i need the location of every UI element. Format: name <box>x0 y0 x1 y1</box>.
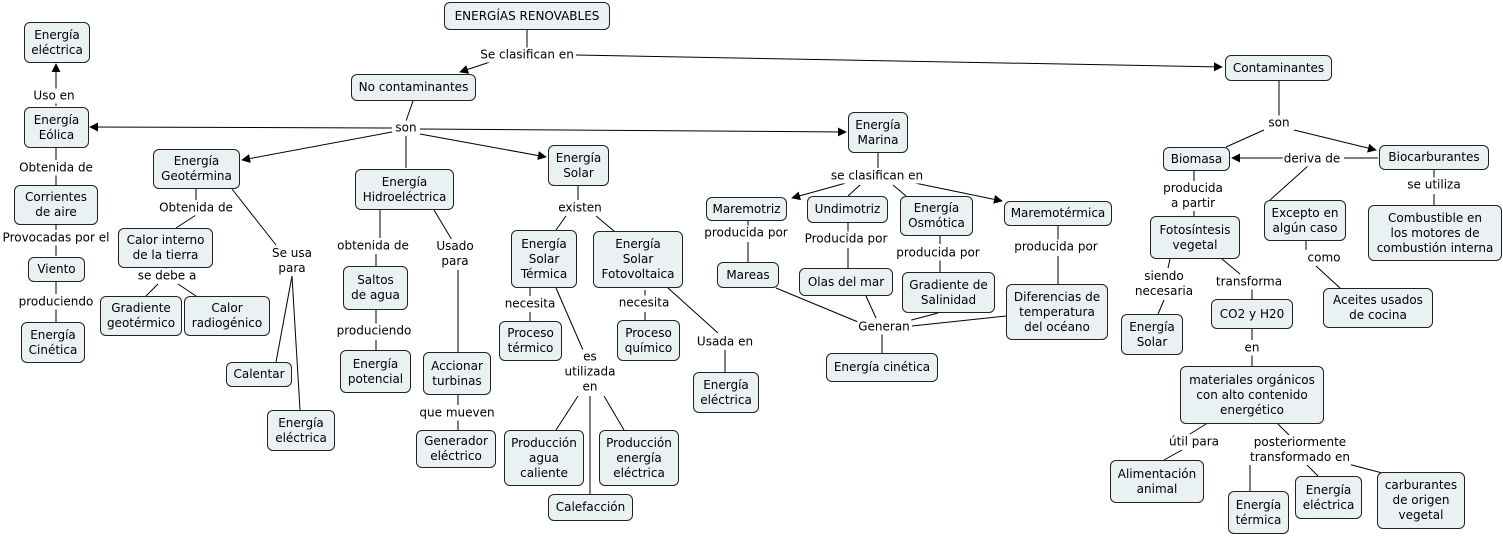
node-energias-renovables[interactable]: ENERGÍAS RENOVABLES <box>444 2 610 30</box>
node-biocarburantes[interactable]: Biocarburantes <box>1379 145 1489 170</box>
link-obtenida-de-hidro: obtenida de <box>336 238 410 254</box>
node-biomasa[interactable]: Biomasa <box>1163 147 1230 171</box>
link-que-mueven: que mueven <box>418 405 496 421</box>
node-saltos-agua[interactable]: Saltos de agua <box>343 266 408 310</box>
node-energia-electrica-solar[interactable]: Energía eléctrica <box>693 372 759 413</box>
link-producida-a-partir: producida a partir <box>1162 181 1224 211</box>
link-produciendo-hidro: produciendo <box>335 323 413 339</box>
link-es-utilizada-en: es utilizada en <box>563 349 617 395</box>
node-contaminantes[interactable]: Contaminantes <box>1225 55 1332 81</box>
node-maremotriz[interactable]: Maremotriz <box>706 197 787 221</box>
link-producida-por-osmotica: producida por <box>895 245 981 261</box>
link-existen: existen <box>557 200 603 216</box>
link-se-utiliza: se utiliza <box>1406 177 1462 193</box>
node-generador-electrico[interactable]: Generador eléctrico <box>416 430 496 468</box>
node-calor-radiogenico[interactable]: Calor radiogénico <box>184 296 270 336</box>
node-maremotermica[interactable]: Maremotérmica <box>1004 201 1112 226</box>
node-energia-geotermina[interactable]: Energía Geotérmina <box>153 149 240 189</box>
link-en: en <box>1243 340 1261 356</box>
node-solar-fotovoltaica[interactable]: Energía Solar Fotovoltaica <box>593 231 683 288</box>
link-producida-por-maremotermica: producida por <box>1013 239 1099 255</box>
link-son-contaminantes: son <box>1267 115 1291 131</box>
link-produciendo-eolica: produciendo <box>17 294 95 310</box>
link-necesita-termica: necesita <box>503 296 557 312</box>
link-producida-por-maremotriz: producida por <box>703 225 789 241</box>
link-obtenida-de-eolica: Obtenida de <box>18 160 94 176</box>
link-como: como <box>1306 250 1342 266</box>
node-energia-termica[interactable]: Energía térmica <box>1228 491 1289 534</box>
node-proceso-termico[interactable]: Proceso térmico <box>499 321 562 361</box>
link-son-no-contaminantes: son <box>394 120 418 136</box>
node-energia-hidroelectrica[interactable]: Energía Hidroeléctrica <box>355 169 454 210</box>
node-produccion-agua[interactable]: Producción agua caliente <box>504 430 584 486</box>
node-energia-cinetica-marina[interactable]: Energía cinética <box>826 353 938 382</box>
link-usado-para: Usado para <box>435 239 475 269</box>
link-se-usa-para: Se usa para <box>270 246 314 276</box>
node-energia-potencial[interactable]: Energía potencial <box>340 350 411 393</box>
link-posteriormente-transformado: posteriormente transformado en <box>1249 435 1351 465</box>
node-co2-h2o[interactable]: CO2 y H20 <box>1211 299 1293 329</box>
node-energia-osmotica[interactable]: Energía Osmótica <box>900 196 973 236</box>
node-gradiente-geotermico[interactable]: Gradiente geotérmico <box>100 296 182 336</box>
link-deriva-de: deriva de <box>1282 151 1342 167</box>
node-viento[interactable]: Viento <box>28 257 85 282</box>
node-fotosintesis[interactable]: Fotosíntesis vegetal <box>1150 216 1240 259</box>
node-proceso-quimico[interactable]: Proceso químico <box>617 320 680 361</box>
node-solar-termica[interactable]: Energía Solar Térmica <box>511 230 577 288</box>
node-carburantes-vegetal[interactable]: carburantes de origen vegetal <box>1377 472 1465 529</box>
link-obtenida-de-geo: Obtenida de <box>158 200 234 216</box>
node-corrientes-aire[interactable]: Corrientes de aire <box>14 185 98 225</box>
node-aceites-usados[interactable]: Aceites usados de cocina <box>1323 288 1433 328</box>
link-se-debe-a: se debe a <box>136 268 198 284</box>
node-energia-eolica[interactable]: Energía Eólica <box>24 107 89 148</box>
link-transforma: transforma <box>1214 274 1284 290</box>
node-olas-mar[interactable]: Olas del mar <box>799 268 893 296</box>
link-necesita-fotovoltaica: necesita <box>617 295 671 311</box>
node-calor-interno[interactable]: Calor interno de la tierra <box>118 228 213 268</box>
node-alimentacion-animal[interactable]: Alimentación animal <box>1110 460 1204 503</box>
node-gradiente-salinidad[interactable]: Gradiente de Salinidad <box>902 272 995 313</box>
node-energia-cinetica-left[interactable]: Energía Cinética <box>21 322 85 363</box>
node-mareas[interactable]: Mareas <box>717 262 779 288</box>
node-undimotriz[interactable]: Undimotriz <box>807 196 888 223</box>
link-uso-en: Uso en <box>32 88 76 104</box>
node-diferencias-temperatura[interactable]: Diferencias de temperatura del océano <box>1006 284 1108 340</box>
node-materiales-organicos[interactable]: materiales orgánicos con alto contenido … <box>1180 366 1324 424</box>
link-util-para: útil para <box>1167 434 1221 450</box>
node-energia-solar-bio[interactable]: Energía Solar <box>1121 314 1183 355</box>
node-calefaccion[interactable]: Calefacción <box>548 494 633 521</box>
node-produccion-energia[interactable]: Producción energía eléctrica <box>599 430 679 486</box>
node-energia-solar[interactable]: Energía Solar <box>548 145 609 186</box>
node-calentar[interactable]: Calentar <box>226 362 292 387</box>
node-no-contaminantes[interactable]: No contaminantes <box>351 74 476 101</box>
node-energia-electrica-top[interactable]: Energía eléctrica <box>24 22 90 63</box>
link-generan: Generan <box>857 319 911 335</box>
link-se-clasifican-en-marina: se clasifican en <box>829 168 925 184</box>
link-siendo-necesaria: siendo necesaria <box>1133 269 1195 299</box>
link-producida-por-undimotriz: Producida por <box>803 231 889 247</box>
node-combustible-motores[interactable]: Combustible en los motores de combustión… <box>1368 205 1502 261</box>
link-provocadas-por: Provocadas por el <box>1 230 111 246</box>
node-excepto-caso[interactable]: Excepto en algún caso <box>1264 200 1346 241</box>
node-energia-marina[interactable]: Energía Marina <box>848 112 908 153</box>
link-usada-en: Usada en <box>695 334 755 350</box>
node-accionar-turbinas[interactable]: Accionar turbinas <box>423 352 491 395</box>
node-energia-electrica-bio[interactable]: Energía eléctrica <box>1295 476 1362 519</box>
node-energia-electrica-geo[interactable]: Energía eléctrica <box>267 410 335 451</box>
link-se-clasifican-en: Se clasifican en <box>479 47 575 63</box>
